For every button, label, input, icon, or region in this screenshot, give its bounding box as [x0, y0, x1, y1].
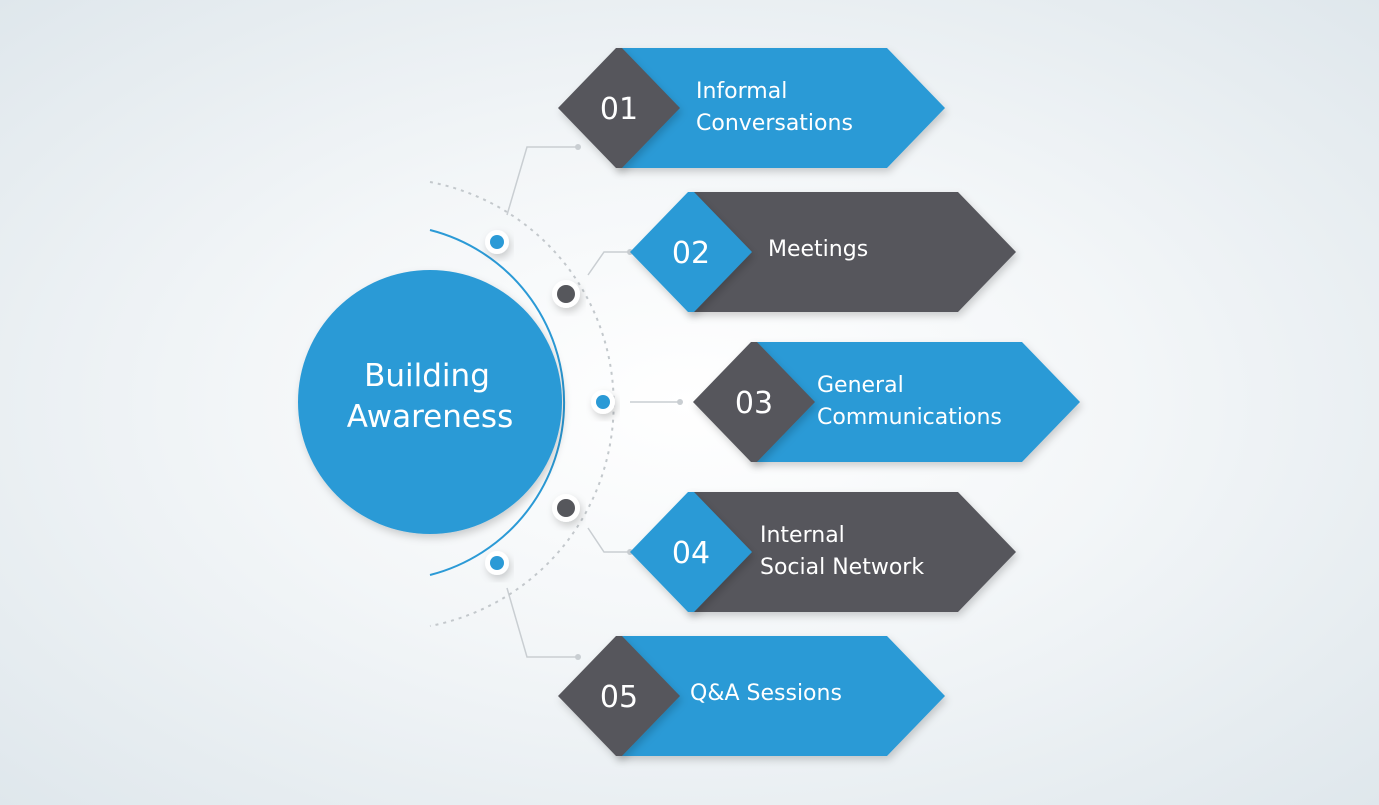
item-03-label-line2: Communications: [817, 405, 1002, 430]
item-01-label-line2: Conversations: [696, 111, 853, 136]
item-04-number-hexagon: [630, 492, 752, 612]
item-02: 02 Meetings: [630, 192, 1016, 312]
item-02-label-line1: Meetings: [768, 237, 868, 262]
item-05-banner: [616, 636, 945, 756]
item-05: 05 Q&A Sessions: [558, 636, 945, 756]
item-03-number: 03: [735, 386, 773, 421]
connector-04: [587, 527, 630, 553]
node-02-core: [557, 285, 575, 303]
item-01-number: 01: [600, 92, 638, 127]
item-02-banner: [688, 192, 1016, 312]
inner-arc: [429, 229, 566, 576]
item-03-label-line1: General: [817, 373, 904, 398]
connector-01-dot: [575, 144, 581, 150]
hub-title-line2: Awareness: [347, 399, 513, 435]
item-05-label-line1: Q&A Sessions: [690, 681, 842, 706]
item-04-label-line2: Social Network: [760, 555, 924, 580]
item-04-banner: [688, 492, 1016, 612]
item-04-label-line1: Internal: [760, 523, 845, 548]
item-02-number-hexagon: [630, 192, 752, 312]
item-05-number-hexagon: [558, 636, 680, 756]
item-01-banner: [616, 48, 945, 168]
connector-03-dot: [677, 399, 683, 405]
item-05-number: 05: [600, 680, 638, 715]
connector-05: [506, 587, 578, 658]
hub-title-line1: Building: [364, 358, 490, 394]
item-02-number: 02: [672, 236, 710, 271]
item-01-label-line1: Informal: [696, 79, 787, 104]
connector-02: [587, 251, 630, 276]
item-04-number: 04: [672, 536, 710, 571]
node-01-core: [490, 235, 504, 249]
connector-01: [506, 146, 578, 216]
connector-05-dot: [575, 654, 581, 660]
item-01-number-hexagon: [558, 48, 680, 168]
item-03-banner: [751, 342, 1080, 462]
hub-circle: [298, 270, 562, 534]
node-04-core: [557, 499, 575, 517]
arc-nodes: [485, 230, 615, 575]
hub: Building Awareness: [298, 270, 562, 534]
item-03-number-hexagon: [693, 342, 815, 462]
node-03-core: [596, 395, 610, 409]
node-05-core: [490, 556, 504, 570]
